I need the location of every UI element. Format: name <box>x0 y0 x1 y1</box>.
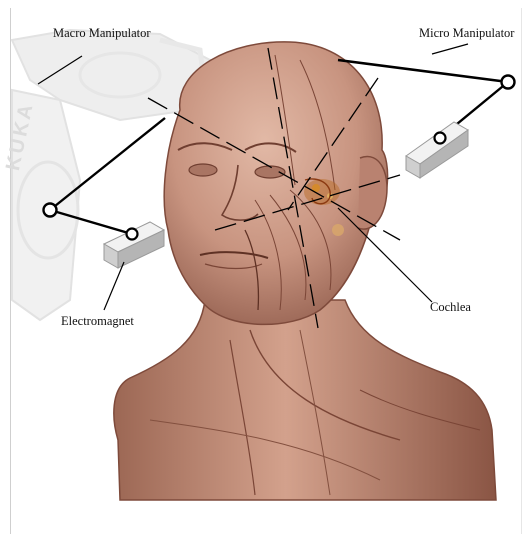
left-joint-icon <box>44 204 57 217</box>
left-magnet-joint-icon <box>127 229 138 240</box>
electromagnet-label: Electromagnet <box>61 314 134 329</box>
macro-manipulator-label: Macro Manipulator <box>53 26 151 41</box>
cochlea-label: Cochlea <box>430 300 471 315</box>
right-magnet-joint-icon <box>435 133 446 144</box>
micro-manipulator-label: Micro Manipulator <box>419 26 514 41</box>
neck-shoulders <box>114 300 496 500</box>
head-model <box>164 42 387 325</box>
right-joint-icon <box>502 76 515 89</box>
right-electromagnet <box>406 122 468 178</box>
